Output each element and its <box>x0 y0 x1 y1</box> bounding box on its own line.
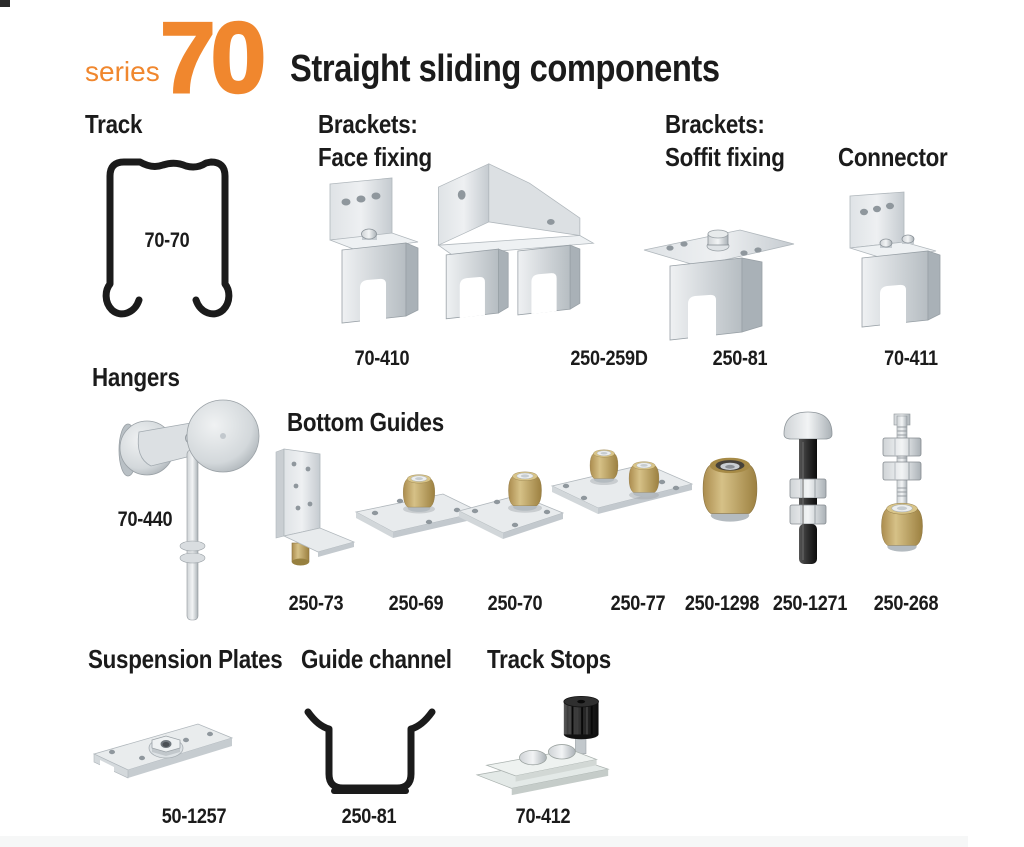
track-profile-illustration <box>102 158 233 318</box>
heading-suspension-plates: Suspension Plates <box>88 644 283 674</box>
heading-brackets-face-line2: Face fixing <box>318 142 432 172</box>
footer-band <box>0 836 968 847</box>
guide-channel-profile-illustration <box>304 708 436 794</box>
part-label-50-1257: 50-1257 <box>161 805 227 828</box>
part-label-250-81-channel: 250-81 <box>341 805 397 828</box>
part-label-250-77: 250-77 <box>610 592 666 615</box>
part-label-70-411: 70-411 <box>884 347 938 370</box>
scan-artifact <box>0 0 10 7</box>
heading-guide-channel: Guide channel <box>301 644 452 674</box>
heading-brackets-face-line1: Brackets: <box>318 109 418 139</box>
series-label: series <box>85 56 160 87</box>
series-number: 70 <box>159 2 268 114</box>
plate-guide-single-roller-illustration <box>354 474 482 538</box>
stud-guide-bolt-illustration <box>783 411 833 564</box>
barrel-roller-illustration <box>702 457 758 523</box>
part-label-250-259D: 250-259D <box>570 347 648 370</box>
part-label-250-70: 250-70 <box>487 592 543 615</box>
angle-guide-illustration <box>275 448 356 566</box>
part-label-70-70: 70-70 <box>144 229 190 252</box>
hanger-illustration <box>118 399 260 621</box>
plate-guide-double-roller-illustration <box>550 449 694 514</box>
plate-guide-roller-illustration <box>457 471 565 539</box>
threaded-stud-roller-illustration <box>881 413 923 552</box>
part-label-70-410: 70-410 <box>354 347 410 370</box>
heading-bottom-guides: Bottom Guides <box>287 407 444 437</box>
part-label-70-440: 70-440 <box>117 508 173 531</box>
face-fixing-bracket-illustration <box>329 177 419 324</box>
heading-track-stops: Track Stops <box>487 644 611 674</box>
connector-bracket-illustration <box>849 191 941 328</box>
part-label-70-412: 70-412 <box>515 805 571 828</box>
heading-brackets-soffit-line2: Soffit fixing <box>665 142 785 172</box>
double-face-bracket-illustration <box>437 163 595 320</box>
heading-connector: Connector <box>838 142 948 172</box>
soffit-bracket-illustration <box>643 229 795 341</box>
suspension-plate-illustration <box>92 723 234 779</box>
heading-brackets-soffit: Brackets: Soffit fixing <box>665 108 785 174</box>
part-label-250-69: 250-69 <box>388 592 444 615</box>
heading-hangers: Hangers <box>92 362 180 392</box>
part-label-250-73: 250-73 <box>288 592 344 615</box>
part-label-250-268: 250-268 <box>873 592 939 615</box>
page-title: Straight sliding components <box>290 48 720 90</box>
track-stop-illustration <box>475 695 610 796</box>
heading-brackets-face: Brackets: Face fixing <box>318 108 432 174</box>
heading-brackets-soffit-line1: Brackets: <box>665 109 765 139</box>
part-label-250-81-soffit: 250-81 <box>712 347 768 370</box>
part-label-250-1271: 250-1271 <box>772 592 848 615</box>
part-label-250-1298: 250-1298 <box>684 592 760 615</box>
heading-track: Track <box>85 109 143 139</box>
